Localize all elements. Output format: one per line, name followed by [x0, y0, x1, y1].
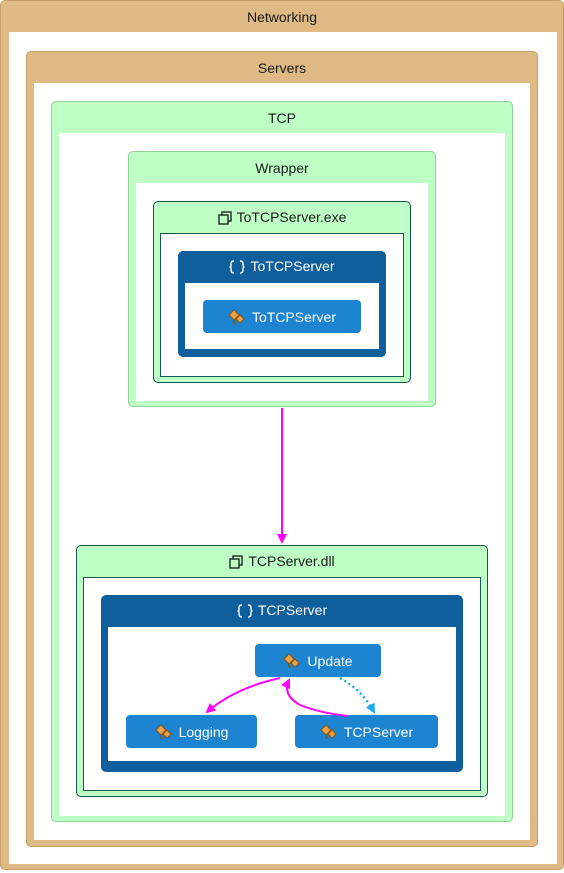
class-node-tcpserver[interactable]: TCPServer — [295, 715, 438, 748]
class-label: Logging — [178, 723, 229, 740]
class-label: Update — [307, 652, 353, 669]
assembly-title: TCPServer.dll — [77, 551, 487, 574]
class-icon — [320, 723, 338, 740]
group-wrapper-title: Wrapper — [255, 160, 309, 176]
class-node-logging[interactable]: Logging — [126, 715, 257, 748]
class-node-totcpserver[interactable]: ToTCPServer — [203, 300, 361, 333]
namespace-title: TCPServer — [101, 600, 463, 623]
group-servers-title: Servers — [257, 60, 307, 76]
assembly-label: ToTCPServer.exe — [236, 209, 347, 225]
assembly-label: TCPServer.dll — [248, 553, 335, 569]
group-tcp-title: TCP — [268, 110, 296, 126]
class-icon — [283, 652, 301, 669]
assembly-icon — [217, 210, 232, 230]
namespace-label: TCPServer — [257, 602, 328, 618]
namespace-title: ToTCPServer — [178, 256, 386, 279]
namespace-icon — [237, 603, 253, 623]
assembly-title: ToTCPServer.exe — [154, 207, 410, 230]
group-networking-title: Networking — [246, 9, 318, 25]
class-label: TCPServer — [343, 723, 414, 740]
class-node-update[interactable]: Update — [255, 644, 381, 677]
namespace-icon — [229, 259, 246, 279]
class-icon — [154, 723, 173, 740]
class-label: ToTCPServer — [251, 308, 337, 325]
namespace-label: ToTCPServer — [250, 258, 335, 274]
assembly-icon — [229, 554, 244, 574]
class-icon — [228, 308, 246, 325]
